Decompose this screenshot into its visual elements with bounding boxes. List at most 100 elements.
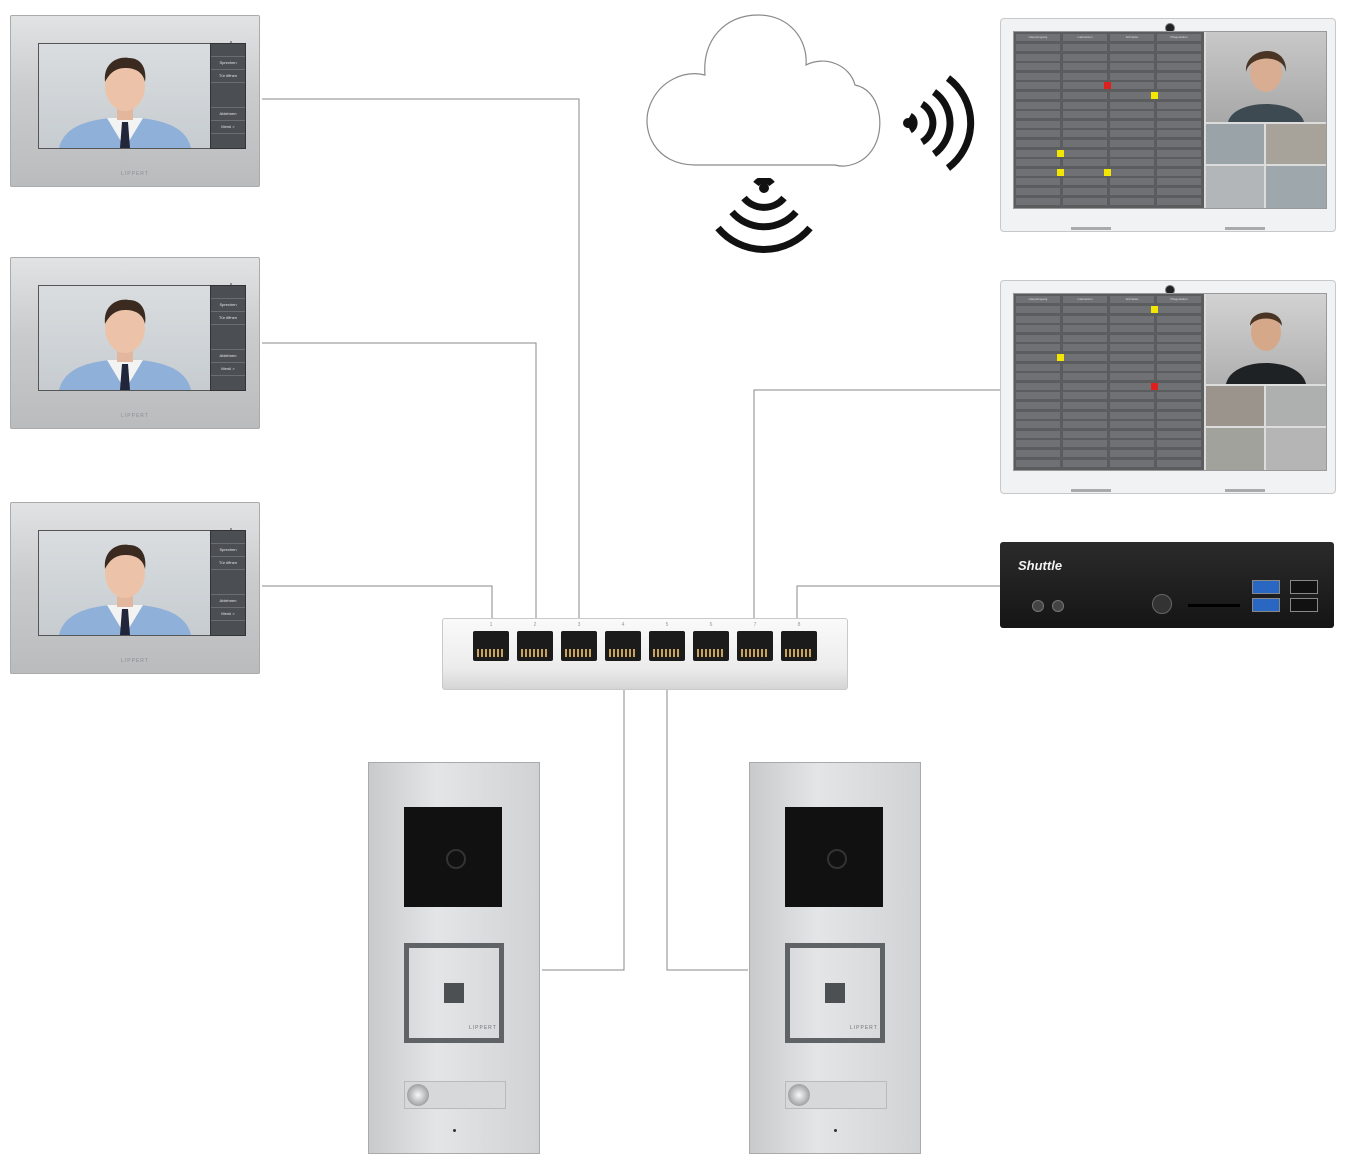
grid-cell[interactable] [1063, 72, 1107, 80]
grid-cell[interactable] [1063, 315, 1107, 323]
grid-cell[interactable] [1063, 459, 1107, 467]
grid-cell[interactable] [1110, 334, 1154, 342]
grid-cell[interactable] [1110, 402, 1154, 409]
grid-cell[interactable] [1157, 315, 1201, 323]
grid-cell[interactable] [1016, 354, 1060, 361]
menu-item-decline[interactable]: Ablehnen [211, 595, 245, 608]
grid-cell[interactable] [1063, 44, 1107, 51]
grid-cell[interactable] [1016, 411, 1060, 419]
menu-item-open-door[interactable]: Tür öffnen [211, 70, 245, 83]
grid-cell[interactable] [1016, 53, 1060, 61]
grid-cell[interactable] [1110, 459, 1154, 467]
grid-cell[interactable] [1110, 421, 1154, 429]
grid-cell[interactable] [1063, 363, 1107, 371]
grid-cell[interactable] [1157, 63, 1201, 71]
grid-cell[interactable] [1157, 188, 1201, 195]
grid-cell[interactable] [1157, 306, 1201, 313]
grid-cell[interactable] [1016, 159, 1060, 167]
grid-cell[interactable] [1016, 197, 1060, 205]
grid-cell[interactable] [1063, 111, 1107, 119]
bell-button[interactable] [407, 1084, 429, 1106]
grid-cell[interactable] [1157, 440, 1201, 448]
grid-cell[interactable] [1157, 72, 1201, 80]
grid-cell[interactable] [1110, 411, 1154, 419]
ethernet-port[interactable] [561, 631, 597, 661]
grid-cell[interactable] [1110, 82, 1154, 90]
grid-cell[interactable] [1110, 354, 1154, 361]
grid-cell[interactable] [1157, 53, 1201, 61]
grid-cell[interactable] [1063, 178, 1107, 186]
grid-cell[interactable] [1157, 334, 1201, 342]
grid-cell[interactable] [1157, 197, 1201, 205]
menu-item-speak[interactable]: Sprechen [211, 544, 245, 557]
grid-cell[interactable] [1157, 159, 1201, 167]
ethernet-port[interactable] [473, 631, 509, 661]
bell-button[interactable] [788, 1084, 810, 1106]
grid-cell[interactable] [1063, 334, 1107, 342]
grid-cell[interactable] [1016, 421, 1060, 429]
grid-cell[interactable] [1016, 101, 1060, 109]
grid-cell[interactable] [1063, 168, 1107, 176]
grid-cell[interactable] [1157, 92, 1201, 99]
grid-cell[interactable] [1110, 149, 1154, 157]
rfid-reader[interactable] [785, 943, 885, 1043]
grid-cell[interactable] [1157, 140, 1201, 147]
grid-cell[interactable] [1110, 140, 1154, 147]
grid-cell[interactable] [1016, 92, 1060, 99]
grid-cell[interactable] [1016, 344, 1060, 352]
grid-cell[interactable] [1157, 101, 1201, 109]
grid-cell[interactable] [1063, 101, 1107, 109]
grid-cell[interactable] [1063, 440, 1107, 448]
grid-cell[interactable] [1110, 168, 1154, 176]
grid-cell[interactable] [1110, 306, 1154, 313]
grid-cell[interactable] [1157, 382, 1201, 390]
grid-cell[interactable] [1063, 325, 1107, 333]
grid-cell[interactable] [1110, 159, 1154, 167]
grid-cell[interactable] [1157, 411, 1201, 419]
menu-item-decline[interactable]: Ablehnen [211, 350, 245, 363]
grid-cell[interactable] [1063, 402, 1107, 409]
grid-cell[interactable] [1063, 392, 1107, 400]
grid-cell[interactable] [1063, 92, 1107, 99]
grid-cell[interactable] [1016, 188, 1060, 195]
grid-cell[interactable] [1016, 130, 1060, 138]
ethernet-port[interactable] [649, 631, 685, 661]
grid-cell[interactable] [1063, 197, 1107, 205]
grid-cell[interactable] [1063, 344, 1107, 352]
grid-cell[interactable] [1063, 306, 1107, 313]
ethernet-port[interactable] [517, 631, 553, 661]
grid-cell[interactable] [1110, 53, 1154, 61]
grid-cell[interactable] [1110, 111, 1154, 119]
grid-cell[interactable] [1110, 373, 1154, 381]
grid-cell[interactable] [1016, 430, 1060, 438]
grid-cell[interactable] [1063, 149, 1107, 157]
grid-cell[interactable] [1063, 130, 1107, 138]
grid-cell[interactable] [1110, 450, 1154, 457]
grid-cell[interactable] [1063, 188, 1107, 195]
grid-cell[interactable] [1110, 44, 1154, 51]
grid-cell[interactable] [1016, 382, 1060, 390]
grid-cell[interactable] [1016, 120, 1060, 128]
grid-cell[interactable] [1063, 120, 1107, 128]
grid-cell[interactable] [1016, 72, 1060, 80]
grid-cell[interactable] [1016, 178, 1060, 186]
grid-cell[interactable] [1110, 92, 1154, 99]
grid-cell[interactable] [1157, 363, 1201, 371]
grid-cell[interactable] [1063, 140, 1107, 147]
grid-cell[interactable] [1016, 363, 1060, 371]
grid-cell[interactable] [1016, 325, 1060, 333]
grid-cell[interactable] [1157, 373, 1201, 381]
grid-cell[interactable] [1016, 140, 1060, 147]
menu-item-speak[interactable]: Sprechen [211, 299, 245, 312]
grid-cell[interactable] [1157, 450, 1201, 457]
grid-cell[interactable] [1110, 430, 1154, 438]
grid-cell[interactable] [1157, 44, 1201, 51]
grid-cell[interactable] [1110, 130, 1154, 138]
menu-item-menu[interactable]: Menü > [211, 363, 245, 376]
grid-cell[interactable] [1157, 402, 1201, 409]
rfid-reader[interactable] [404, 943, 504, 1043]
grid-cell[interactable] [1063, 82, 1107, 90]
grid-cell[interactable] [1110, 344, 1154, 352]
grid-cell[interactable] [1016, 450, 1060, 457]
grid-cell[interactable] [1110, 325, 1154, 333]
